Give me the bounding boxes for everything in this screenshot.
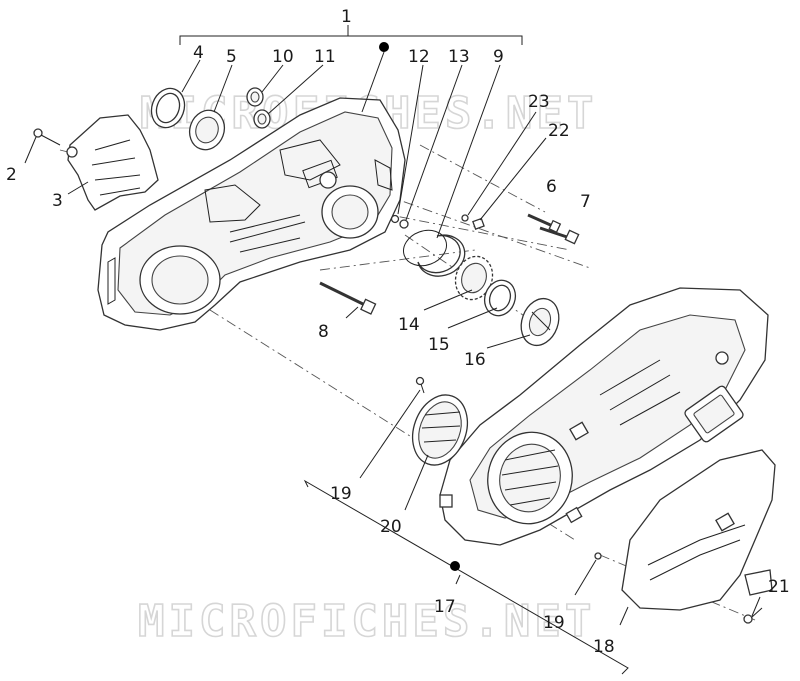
callout-22: 22 xyxy=(548,121,570,141)
oil-seal-5 xyxy=(188,109,226,151)
callout-5: 5 xyxy=(226,47,237,67)
outer-transmission-cover xyxy=(439,287,769,546)
callout-20: 20 xyxy=(380,517,402,537)
callout-12: 12 xyxy=(408,47,430,67)
callout-7: 7 xyxy=(580,192,591,212)
cap-16 xyxy=(520,297,560,347)
callout-4: 4 xyxy=(193,43,204,63)
screw-19-lower xyxy=(594,552,602,560)
screw-22 xyxy=(472,217,485,230)
callout-9: 9 xyxy=(493,47,504,67)
callout-6: 6 xyxy=(546,177,557,197)
callout-19-lower: 19 xyxy=(543,613,565,633)
callout-15: 15 xyxy=(428,335,450,355)
callout-2: 2 xyxy=(6,165,17,185)
long-bolt-8 xyxy=(319,281,377,315)
callout-1: 1 xyxy=(341,7,352,27)
o-ring-4 xyxy=(150,87,186,129)
callout-16: 16 xyxy=(464,350,486,370)
reference-dot-bottom xyxy=(450,561,460,571)
callout-3: 3 xyxy=(52,191,63,211)
screw-23 xyxy=(461,214,469,222)
leader-lines xyxy=(24,51,761,626)
screw-21 xyxy=(743,607,763,624)
inner-transmission-cover xyxy=(97,97,406,331)
toothed-washer-14 xyxy=(454,255,494,301)
ring-15 xyxy=(483,279,517,317)
nut-12 xyxy=(390,214,409,229)
callout-13: 13 xyxy=(448,47,470,67)
callout-19-upper: 19 xyxy=(330,484,352,504)
watermark-bottom: MICROFICHES.NET xyxy=(138,596,595,647)
circlip-9 xyxy=(403,229,466,277)
bracket-group-1 xyxy=(179,25,523,45)
callout-11: 11 xyxy=(314,47,336,67)
reference-dot-top xyxy=(379,42,389,52)
callout-21: 21 xyxy=(768,577,790,597)
bushing-11 xyxy=(253,109,271,129)
side-cover-18 xyxy=(621,449,776,611)
callout-17: 17 xyxy=(434,597,456,617)
bushing-10 xyxy=(246,87,264,107)
bracket-group-17 xyxy=(303,479,629,675)
callout-18: 18 xyxy=(593,637,615,657)
screw-2 xyxy=(33,128,61,146)
callout-10: 10 xyxy=(272,47,294,67)
grille-20 xyxy=(411,394,469,466)
bolt-6 xyxy=(527,213,562,234)
intake-duct xyxy=(66,114,159,211)
screw-19-upper xyxy=(415,376,425,394)
callout-14: 14 xyxy=(398,315,420,335)
callout-23: 23 xyxy=(528,92,550,112)
bolt-7 xyxy=(539,226,580,245)
callout-8: 8 xyxy=(318,322,329,342)
